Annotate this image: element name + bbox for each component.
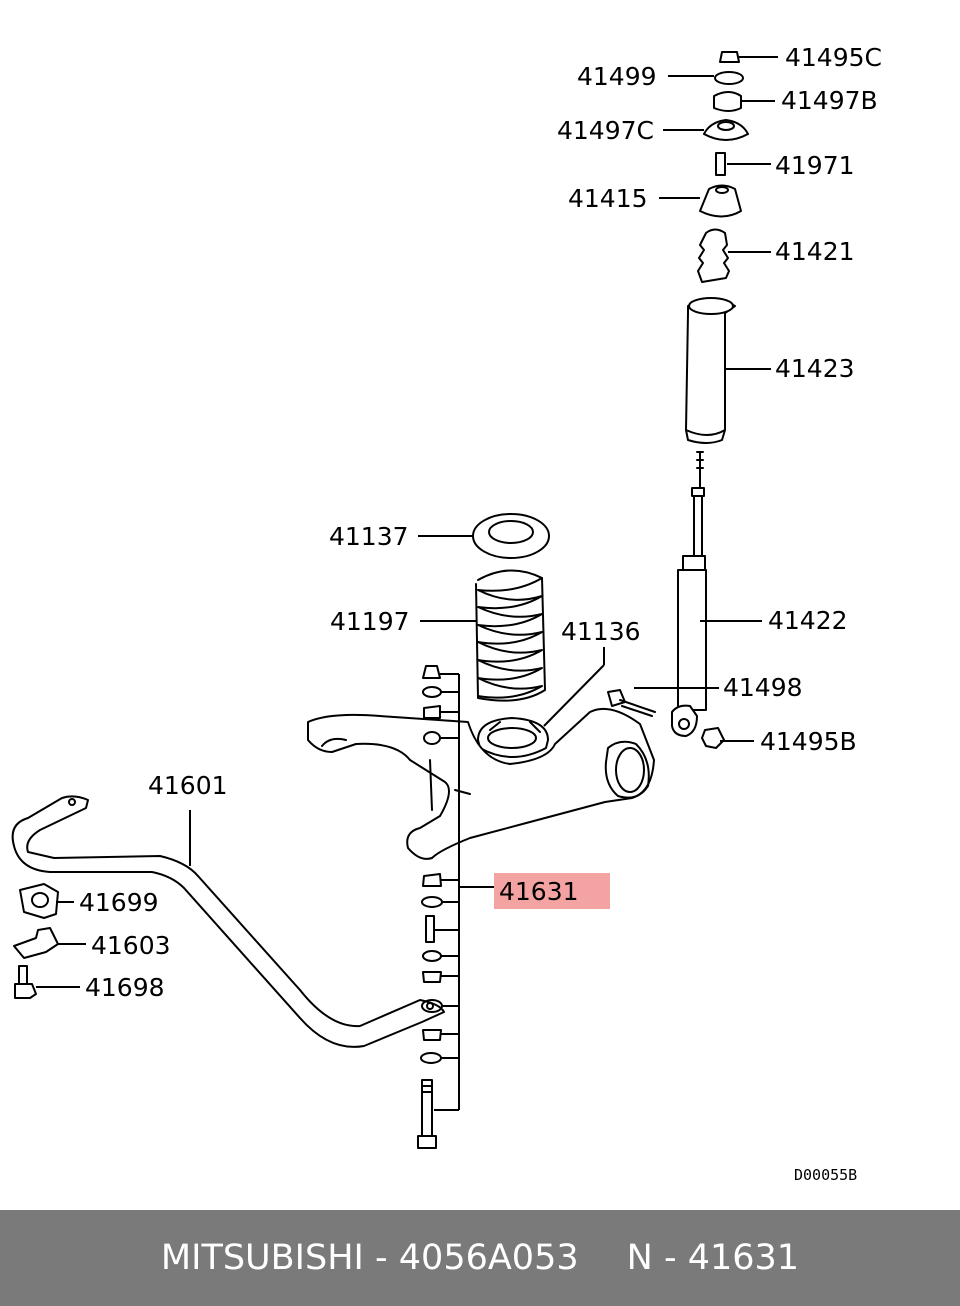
label-41136: 41136 xyxy=(561,617,641,646)
label-41699: 41699 xyxy=(79,888,159,917)
position-prefix: N xyxy=(626,1238,653,1278)
label-41601: 41601 xyxy=(148,771,228,800)
label-41499: 41499 xyxy=(577,62,657,91)
label-41137: 41137 xyxy=(329,522,409,551)
link-hardware-stack xyxy=(417,665,610,1149)
position-code: 41631 xyxy=(687,1238,800,1278)
label-41495C: 41495C xyxy=(785,43,882,72)
coil-spring-assembly xyxy=(418,513,605,758)
axle-housing xyxy=(307,708,655,860)
label-41495B: 41495B xyxy=(760,727,857,756)
highlight-box xyxy=(494,873,610,909)
label-41423: 41423 xyxy=(775,354,855,383)
label-41698: 41698 xyxy=(85,973,165,1002)
label-41631: 41631 xyxy=(499,877,579,906)
label-41498: 41498 xyxy=(723,673,803,702)
label-41971: 41971 xyxy=(775,151,855,180)
label-41497B: 41497B xyxy=(781,86,878,115)
suspension-parts-diagram: 41495C 41499 41497B 41497C 41971 41415 4… xyxy=(11,43,882,1184)
label-41197: 41197 xyxy=(330,607,410,636)
callout-labels: 41495C 41499 41497B 41497C 41971 41415 4… xyxy=(79,43,882,1184)
stabilizer-bar xyxy=(11,795,445,1048)
label-41421: 41421 xyxy=(775,237,855,266)
label-41603: 41603 xyxy=(91,931,171,960)
shock-mount-stack xyxy=(607,51,778,749)
drawing-code: D00055B xyxy=(794,1166,857,1184)
label-41497C: 41497C xyxy=(557,116,654,145)
footer-dash-2: - xyxy=(663,1238,677,1278)
footer-dash-1: - xyxy=(375,1238,388,1278)
label-41422: 41422 xyxy=(768,606,848,635)
footer-bar: MITSUBISHI - 4056A053 N - 41631 xyxy=(0,1210,960,1306)
part-number: 4056A053 xyxy=(398,1238,579,1278)
label-41415: 41415 xyxy=(568,184,648,213)
brand-name: MITSUBISHI xyxy=(160,1238,364,1278)
